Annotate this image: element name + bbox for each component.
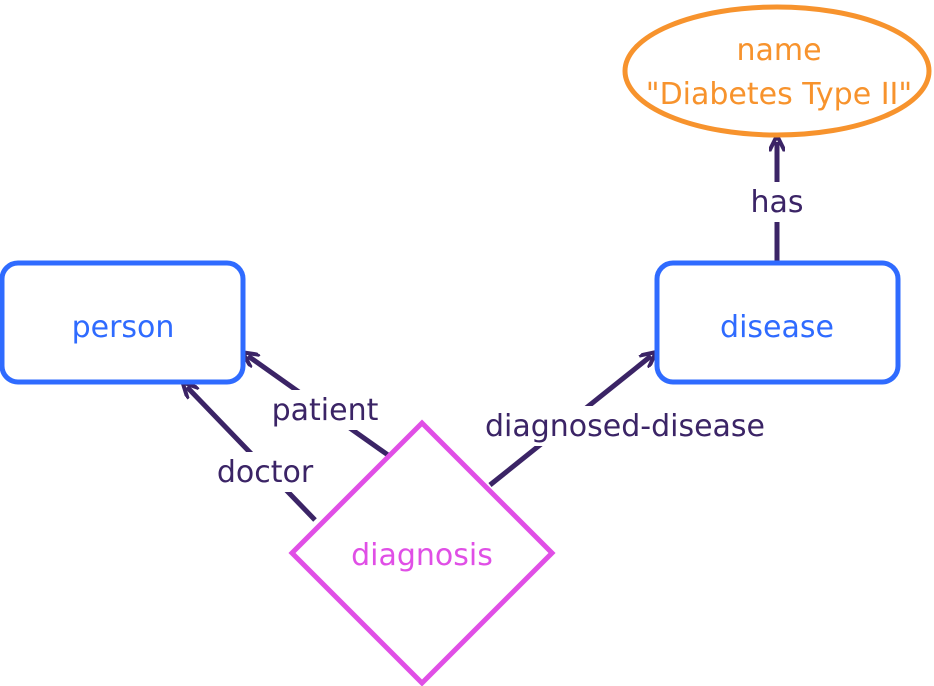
person-entity-label: person (72, 310, 175, 345)
disease-entity-node[interactable] (654, 260, 901, 385)
attribute-value-label: "Diabetes Type II" (646, 77, 912, 112)
diagnosis-relation-node[interactable] (288, 419, 556, 686)
edge-label-has: has (750, 185, 803, 220)
attribute-node[interactable] (622, 4, 932, 138)
disease-entity-label: disease (720, 310, 834, 345)
edge-label-patient: patient (272, 393, 379, 428)
diagnosis-relation-label: diagnosis (351, 538, 493, 573)
person-entity-node[interactable] (0, 260, 246, 385)
edge-label-doctor: doctor (217, 455, 314, 490)
attribute-name-label: name (736, 33, 821, 68)
edge-label-diagnosed-disease: diagnosed-disease (485, 409, 765, 444)
